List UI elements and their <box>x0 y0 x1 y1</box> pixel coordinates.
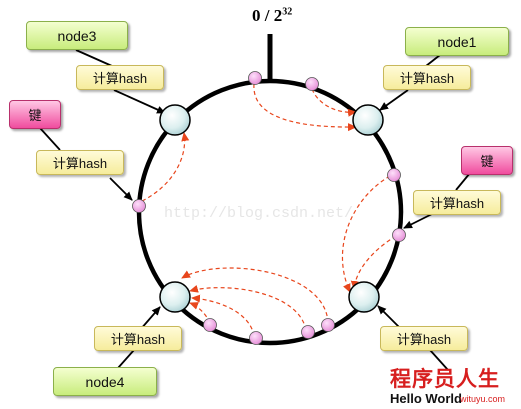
logo-chinese: 程序员人生 <box>390 367 500 391</box>
connector-key1 <box>109 177 133 201</box>
key1-box: 键 <box>9 100 61 129</box>
arrow-key2-to-node2 <box>350 235 397 290</box>
connector-key2 <box>403 213 433 229</box>
data-point <box>249 331 263 345</box>
arrow-bottom-mid-to-node4 <box>189 284 307 331</box>
data-point <box>305 77 319 91</box>
hash-space-exponent: 32 <box>282 6 293 18</box>
server-node1 <box>352 104 384 136</box>
arrow-top-left-to-node1 <box>253 83 357 132</box>
data-point <box>321 318 335 332</box>
connector-node1-hash <box>425 54 441 67</box>
hash-space-base: 0 / 2 <box>252 6 283 25</box>
data-point <box>132 199 146 213</box>
connector-node2 <box>377 305 401 329</box>
connector-key2-hash <box>455 172 471 191</box>
arrow-top-right-to-node1 <box>311 88 357 117</box>
server-node3 <box>159 104 191 136</box>
hash-label-key1: 计算hash <box>36 150 124 175</box>
hash-label-key2: 计算hash <box>413 190 501 215</box>
connector-node2-hash <box>429 349 449 371</box>
hash-label-node3: 计算hash <box>76 65 164 90</box>
logo-url: wituyu.com <box>460 394 506 404</box>
hash-space-label: 0 / 232 <box>252 6 292 26</box>
arrow-right-upper-to-node2 <box>341 175 391 293</box>
node3-box: node3 <box>26 21 128 50</box>
node1-box: node1 <box>405 27 509 56</box>
arrow-bottom-left-to-node4 <box>191 294 255 337</box>
hash-label-node2: 计算hash <box>380 326 468 351</box>
server-node4 <box>159 281 191 313</box>
arrow-bottom-right-to-node4 <box>181 267 329 324</box>
connector-node3-hash <box>75 49 113 67</box>
data-point <box>203 318 217 332</box>
connector-node3 <box>113 89 166 114</box>
connector-node1 <box>379 89 409 111</box>
hash-label-node4: 计算hash <box>94 326 182 351</box>
data-point <box>387 168 401 182</box>
connector-node4-hash <box>117 349 135 369</box>
node4-box: node4 <box>53 367 157 396</box>
server-node2 <box>348 281 380 313</box>
key2-box: 键 <box>461 146 513 175</box>
data-point <box>392 228 406 242</box>
data-point <box>301 325 315 339</box>
arrow-key1-to-node3 <box>141 132 190 202</box>
connector-key1-hash <box>39 127 61 151</box>
watermark: http://blog.csdn.net/ <box>164 205 354 222</box>
hash-label-node1: 计算hash <box>383 65 471 90</box>
data-point <box>248 71 262 85</box>
logo-english: Hello World <box>390 391 462 406</box>
